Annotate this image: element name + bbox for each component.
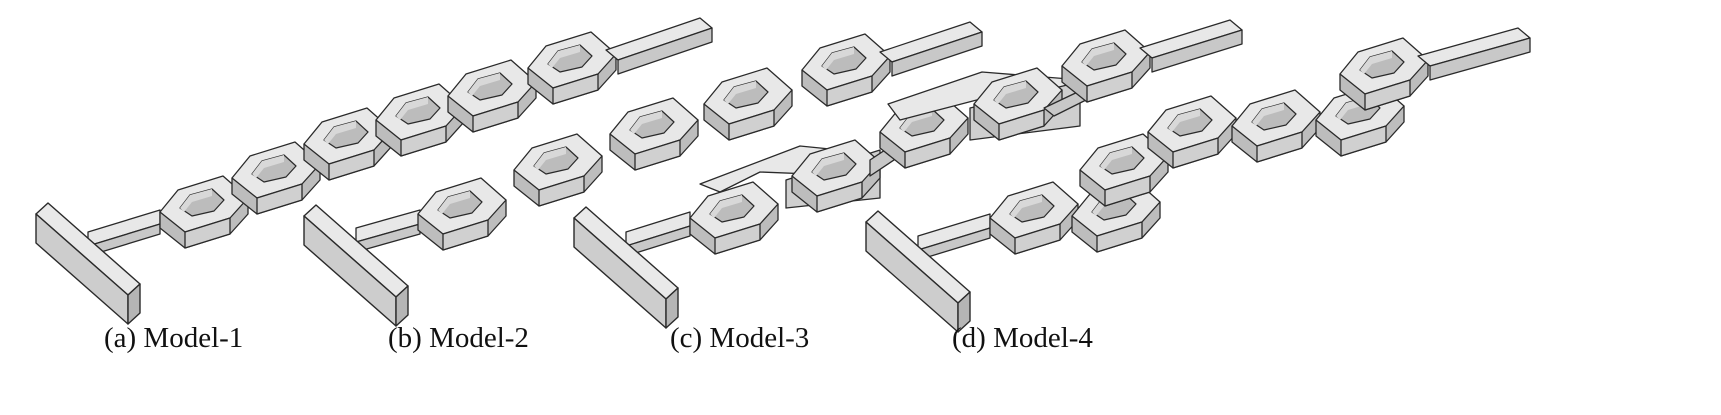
caption-model-4: (d) Model-4 <box>952 322 1093 354</box>
model-4-structure <box>865 27 1531 333</box>
caption-model-1: (a) Model-1 <box>104 322 244 354</box>
model-3-structure <box>573 19 1243 329</box>
model-2-structure <box>303 21 983 327</box>
model-1-structure <box>35 17 713 325</box>
caption-model-3: (c) Model-3 <box>670 322 810 354</box>
caption-model-2: (b) Model-2 <box>388 322 529 354</box>
